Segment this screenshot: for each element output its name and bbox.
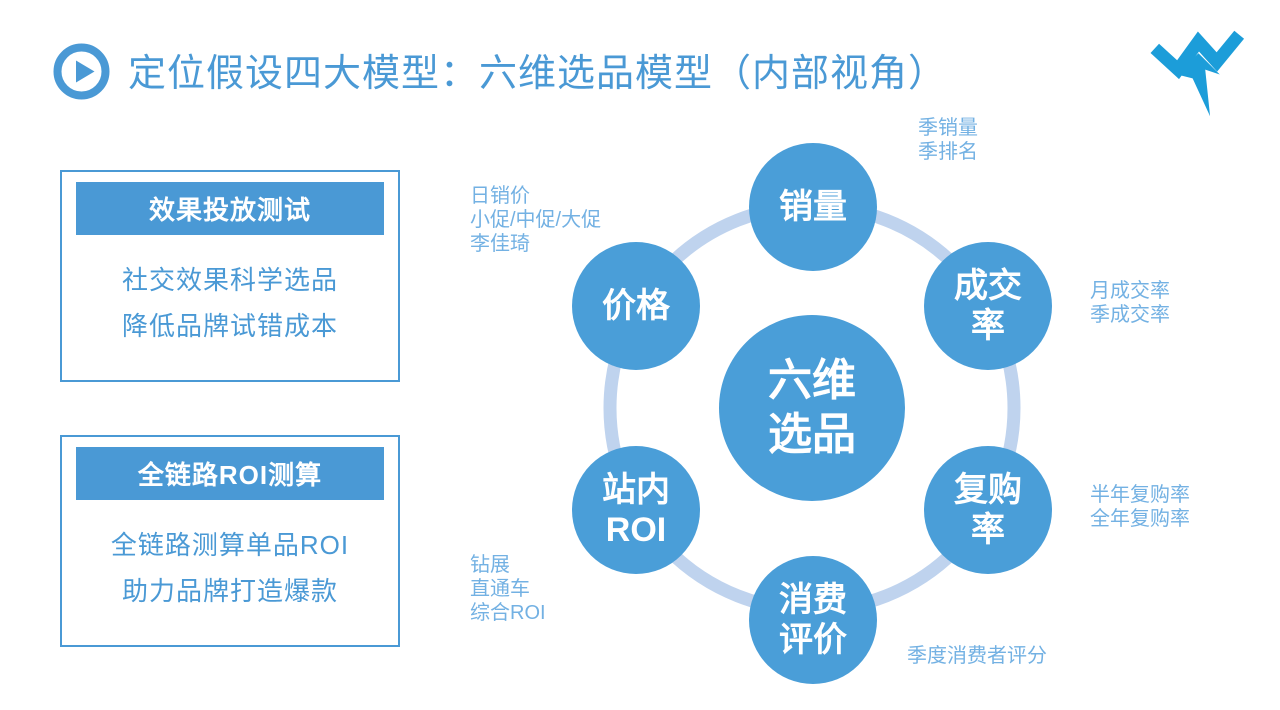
annotation-repurchase: 半年复购率 全年复购率: [1090, 484, 1190, 530]
page-title: 定位假设四大模型：六维选品模型（内部视角）: [128, 53, 948, 95]
info-box-roi-calc: 全链路ROI测算 全链路测算单品ROI 助力品牌打造爆款: [60, 435, 400, 647]
info-box-header: 效果投放测试: [76, 182, 384, 235]
annotation-review: 季度消费者评分: [907, 645, 1047, 667]
info-box-body: 社交效果科学选品 降低品牌试错成本: [121, 265, 338, 341]
info-box-header: 全链路ROI测算: [76, 447, 384, 500]
node-onsite-roi: 站内 ROI: [572, 446, 700, 574]
brand-lightning-w-logo-icon: [1143, 27, 1250, 124]
node-review: 消费 评价: [749, 556, 877, 684]
info-box-effect-test: 效果投放测试 社交效果科学选品 降低品牌试错成本: [60, 170, 400, 382]
info-box-body: 全链路测算单品ROI 助力品牌打造爆款: [110, 530, 350, 606]
center-node: 六维 选品: [719, 315, 905, 501]
annotation-conversion: 月成交率 季成交率: [1090, 280, 1170, 326]
annotation-onsite-roi: 钻展 直通车 综合ROI: [470, 554, 546, 624]
node-repurchase: 复购 率: [924, 446, 1052, 574]
node-price: 价格: [572, 242, 700, 370]
play-icon: [53, 43, 110, 100]
node-sales: 销量: [749, 143, 877, 271]
annotation-price: 日销价 小促/中促/大促 李佳琦: [470, 185, 602, 255]
annotation-sales: 季销量 季排名: [918, 117, 978, 163]
node-conversion: 成交 率: [924, 242, 1052, 370]
